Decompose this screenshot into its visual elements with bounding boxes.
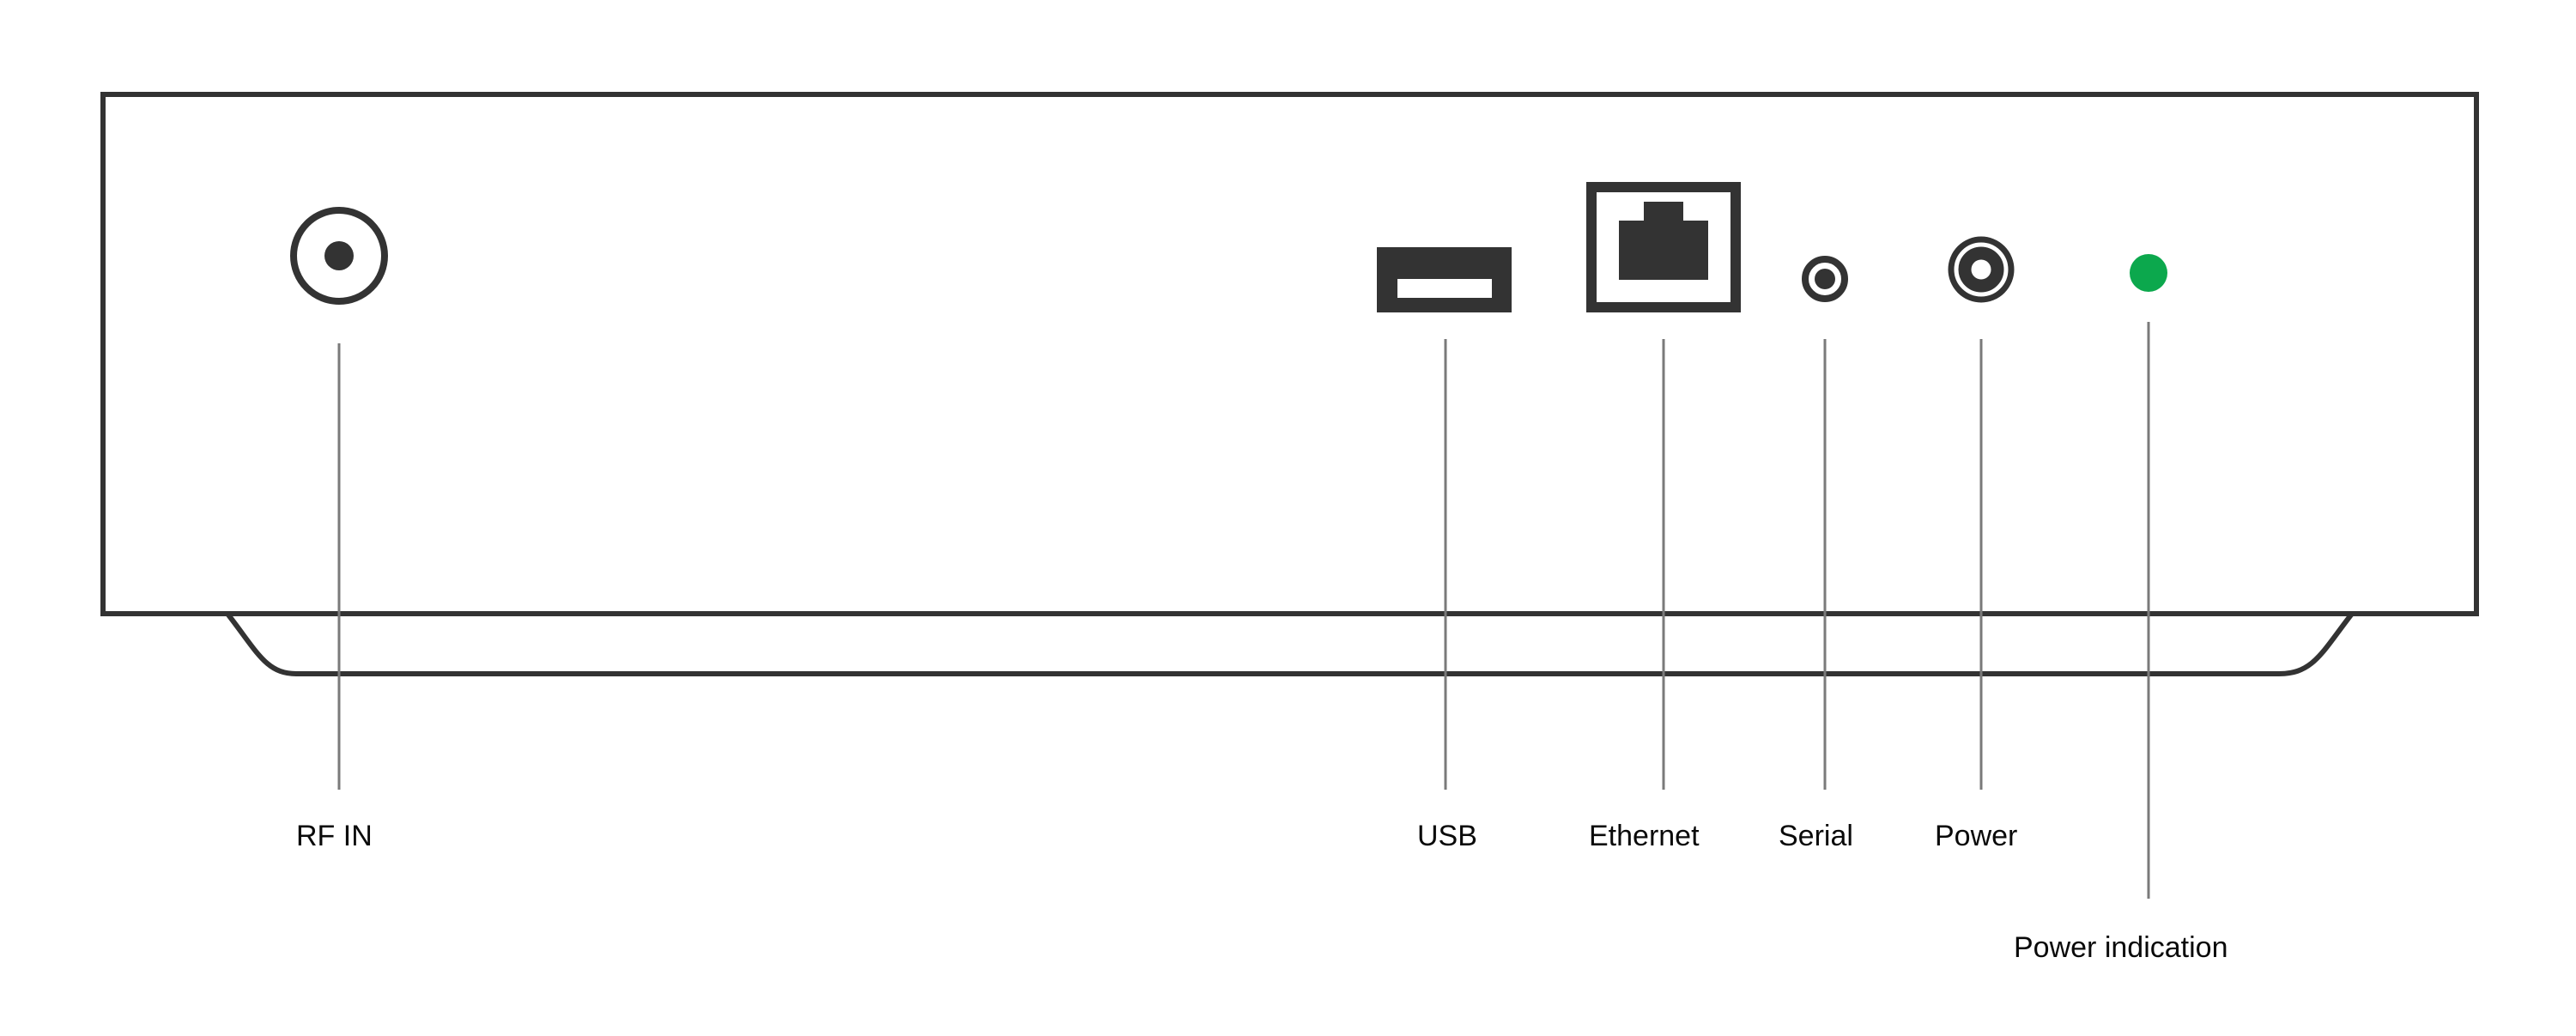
- label-rf-in: RF IN: [296, 820, 373, 852]
- port-ethernet[interactable]: [1586, 182, 1741, 312]
- serial-center-pin-icon: [1815, 269, 1835, 289]
- rj45-plug-shape-icon: [1619, 202, 1708, 280]
- label-usb: USB: [1417, 820, 1477, 852]
- coaxial-center-pin-icon: [324, 241, 354, 270]
- label-power: Power: [1935, 820, 2017, 852]
- chassis-foot-skirt: [225, 612, 2355, 676]
- port-serial[interactable]: [1802, 256, 1848, 302]
- port-rf-in[interactable]: [290, 207, 388, 305]
- label-power-indication: Power indication: [2014, 931, 2227, 964]
- power-led-indicator: [2130, 254, 2167, 292]
- callout-labels-group: RF IN USB Ethernet Serial Power Power in…: [296, 820, 2227, 964]
- rj45-ethernet-icon: [1586, 182, 1741, 312]
- port-power[interactable]: [1948, 236, 2015, 303]
- power-led-indicator-icon: [2130, 254, 2167, 292]
- label-serial: Serial: [1779, 820, 1853, 852]
- port-usb[interactable]: [1377, 247, 1512, 312]
- power-barrel-inner-ring-icon: [1958, 246, 2004, 293]
- chassis-outline: [100, 92, 2479, 616]
- chassis-group: [100, 92, 2479, 676]
- leader-lines-group: [337, 322, 2150, 899]
- label-ethernet: Ethernet: [1589, 820, 1700, 852]
- usb-port-slot: [1397, 279, 1492, 298]
